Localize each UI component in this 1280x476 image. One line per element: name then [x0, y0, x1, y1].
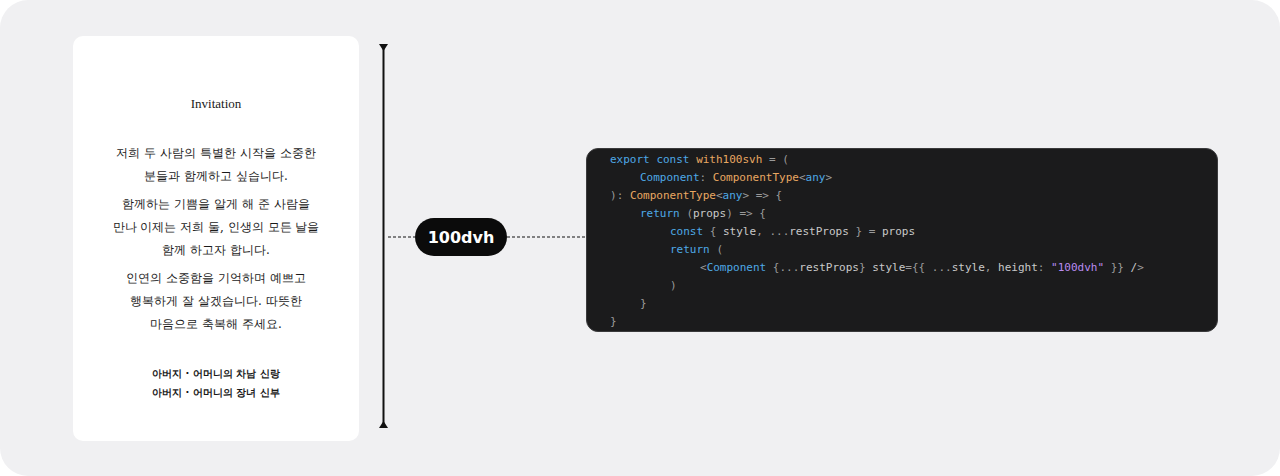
- code-line: }: [610, 295, 1217, 313]
- family-line: 아버지 · 어머니의 차남 신랑: [152, 364, 280, 383]
- invitation-card: Invitation 저희 두 사람의 특별한 시작을 소중한 분들과 함께하고 …: [73, 36, 359, 441]
- code-line: Component: ComponentType<any>: [610, 169, 1217, 187]
- code-line: const { style, ...restProps } = props: [610, 223, 1217, 241]
- dimension-pill: 100dvh: [415, 218, 507, 256]
- invitation-paragraph: 인연의 소중함을 기억하며 예쁘고 행복하게 잘 살겠습니다. 따뜻한 마음으로…: [111, 267, 321, 336]
- code-line: export const with100svh = (: [610, 151, 1217, 169]
- family-line: 아버지 · 어머니의 장녀 신부: [152, 383, 280, 402]
- code-line: ): ComponentType<any> => {: [610, 187, 1217, 205]
- code-line: return (props) => {: [610, 205, 1217, 223]
- code-panel: export const with100svh = (Component: Co…: [586, 148, 1218, 332]
- card-title: Invitation: [191, 96, 242, 112]
- dimension-line: [379, 44, 415, 428]
- code-line: ): [610, 277, 1217, 295]
- code-line: <Component {...restProps} style={{ ...st…: [610, 259, 1217, 277]
- invitation-paragraph: 함께하는 기쁨을 알게 해 준 사람을 만나 이제는 저희 둘, 인생의 모든 …: [111, 193, 321, 262]
- invitation-paragraph: 저희 두 사람의 특별한 시작을 소중한 분들과 함께하고 싶습니다.: [111, 142, 321, 188]
- dimension-label: 100dvh: [428, 228, 495, 247]
- dashed-connector: [507, 237, 586, 238]
- code-line: }: [610, 313, 1217, 331]
- code-line: return (: [610, 241, 1217, 259]
